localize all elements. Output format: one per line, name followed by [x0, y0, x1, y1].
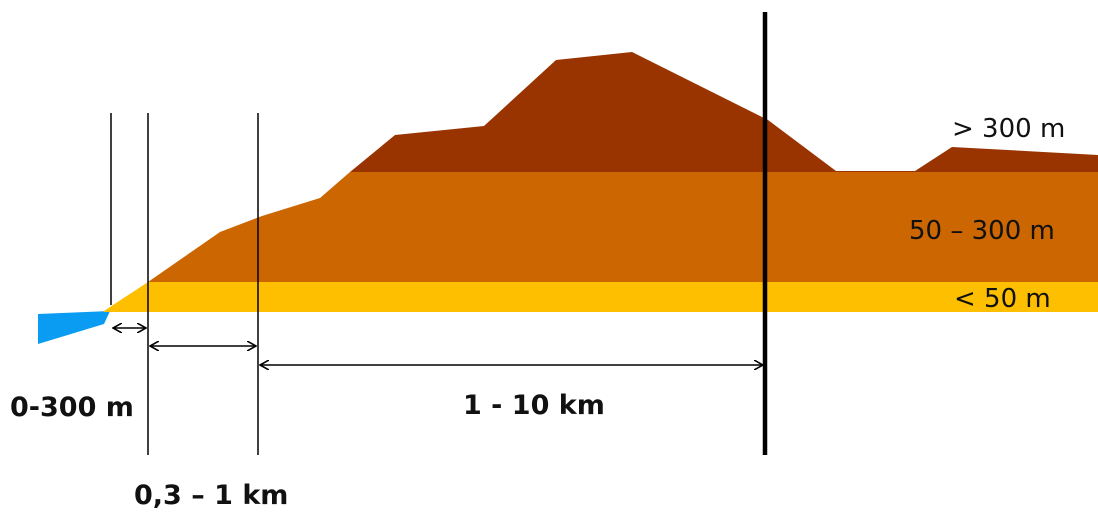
- low-land-band: [104, 282, 1098, 312]
- label-distance-zone2: 0,3 – 1 km: [134, 480, 289, 511]
- mid-land-band: [148, 172, 1098, 282]
- label-distance-zone3: 1 - 10 km: [463, 390, 605, 421]
- water-body: [38, 311, 110, 344]
- label-elevation-mid: 50 – 300 m: [909, 216, 1055, 246]
- label-elevation-low: < 50 m: [954, 284, 1051, 314]
- high-land-band: [350, 52, 1098, 172]
- label-elevation-high: > 300 m: [952, 114, 1066, 144]
- label-distance-zone1: 0-300 m: [10, 392, 134, 423]
